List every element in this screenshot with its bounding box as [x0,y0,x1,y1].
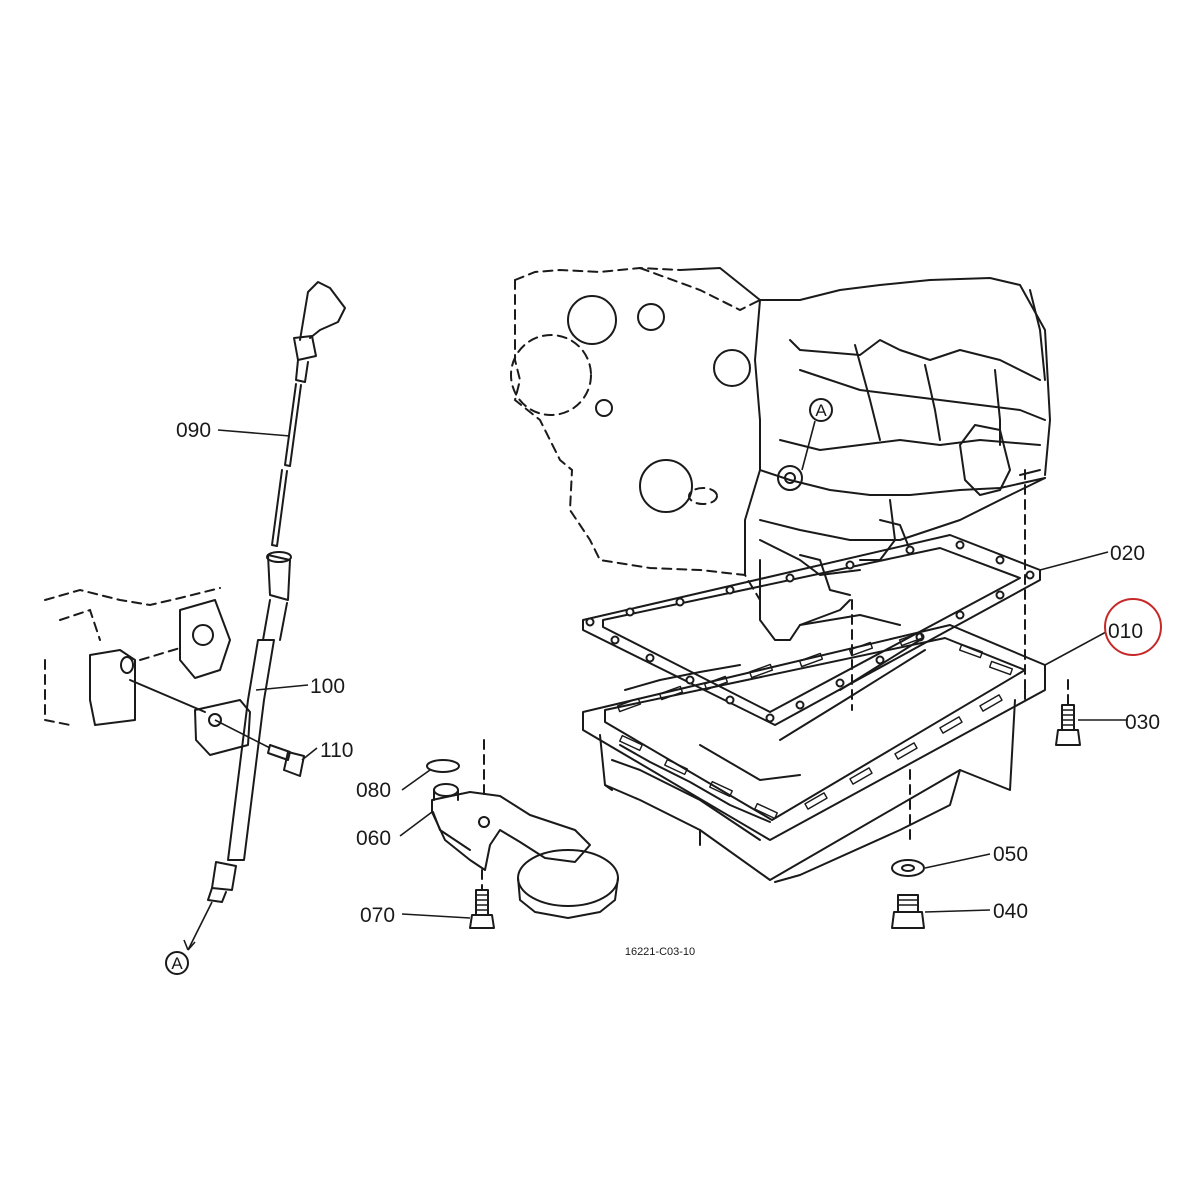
part-number-020: 020 [1110,542,1145,565]
drawing-code: 16221-C03-10 [625,946,695,958]
strainer-bolt [469,869,495,929]
reference-mark-a-guide: A [165,951,189,975]
oil-pan [582,614,1046,883]
oil-pan-bolt [1055,679,1081,746]
oil-strainer [426,739,619,919]
part-number-010: 010 [1108,620,1143,643]
oil-pan-bolt-slots [616,631,1014,820]
part-number-labels: 020 010 030 050 040 080 060 070 090 100 … [176,419,1160,927]
part-number-040: 040 [993,900,1028,923]
dipstick-guide-tube [183,551,292,951]
part-number-080: 080 [356,779,391,802]
guide-bracket [194,699,271,756]
part-number-030: 030 [1125,711,1160,734]
part-number-060: 060 [356,827,391,850]
drain-plug [891,859,925,929]
part-number-070: 070 [360,904,395,927]
bracket-bolt [267,744,305,777]
oil-pan-gasket [582,534,1041,726]
part-number-100: 100 [310,675,345,698]
oil-dipstick [271,281,346,547]
reference-mark-a-engine: A [801,398,833,471]
part-number-050: 050 [993,843,1028,866]
highlight-circle [1104,598,1162,656]
leader-lines [217,429,1128,919]
part-number-090: 090 [176,419,211,442]
side-engine-section [44,587,231,726]
engine-block [510,266,1051,711]
reference-mark-label: A [815,401,827,420]
reference-mark-label: A [171,954,183,973]
part-number-110: 110 [320,739,353,762]
